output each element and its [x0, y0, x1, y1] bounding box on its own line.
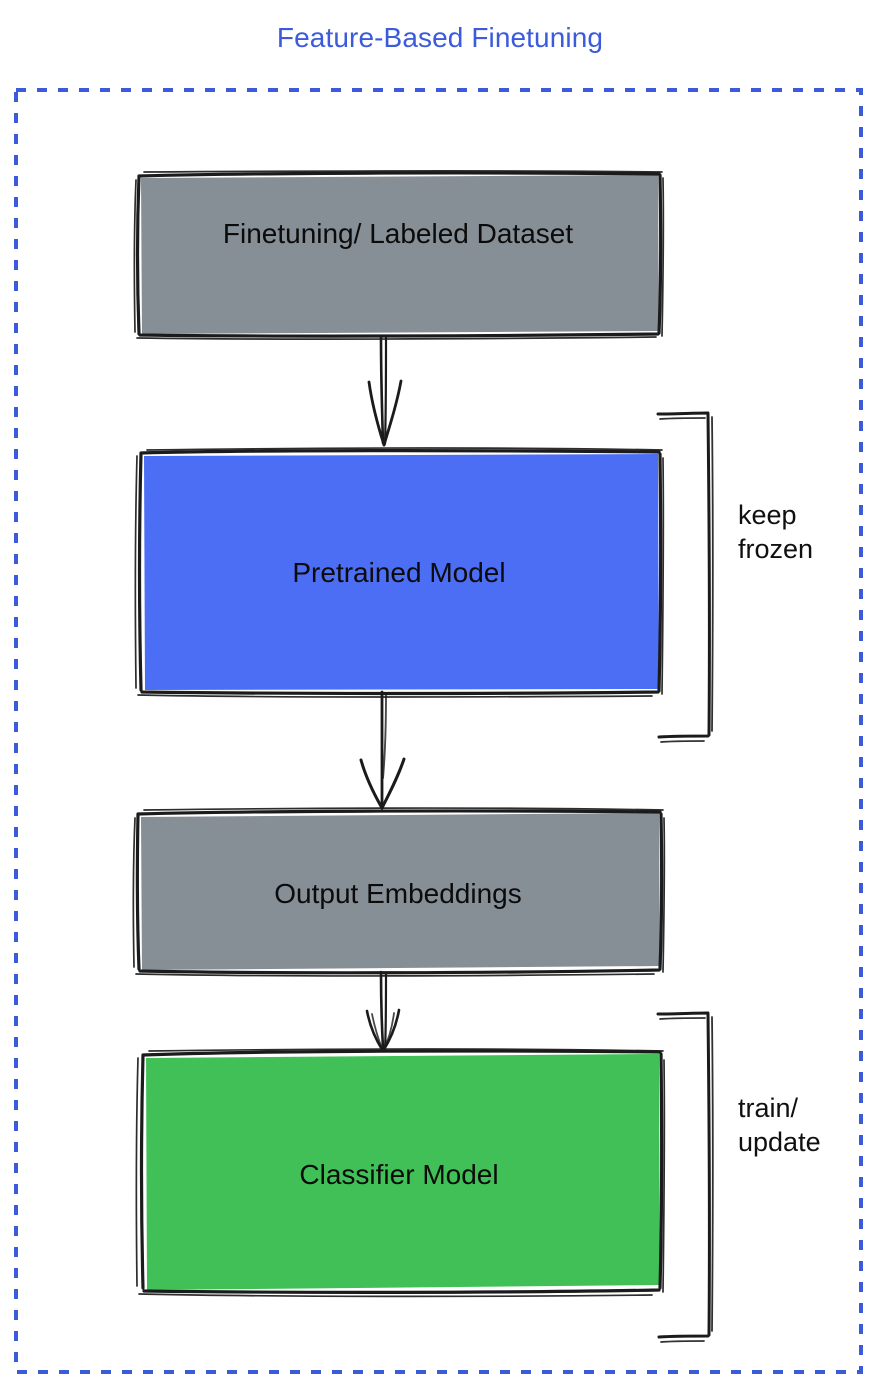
node-fill	[146, 1054, 660, 1290]
edge-shaft-echo	[383, 972, 388, 1051]
edge-arrowhead-2	[382, 379, 403, 447]
node-label-finetuning-dataset: Finetuning/ Labeled Dataset	[222, 218, 574, 249]
edge-embeddings-to-classifier	[365, 970, 401, 1053]
node-label-pretrained-model: Pretrained Model	[292, 557, 506, 588]
bracket-train-update	[656, 1011, 714, 1343]
node-outline-b	[133, 169, 665, 340]
node-output-embeddings[interactable]	[132, 807, 666, 977]
node-label-classifier-model: Classifier Model	[299, 1159, 499, 1190]
page-title: Feature-Based Finetuning	[276, 22, 604, 53]
annotation-train-update: train/ update	[738, 1093, 821, 1158]
node-outline-b	[135, 1048, 666, 1298]
edge-arrowhead-2	[380, 757, 406, 810]
edge-arrowhead	[359, 758, 384, 810]
bracket-stroke-a	[656, 1011, 711, 1339]
node-fill	[141, 813, 660, 970]
node-outline-a	[135, 171, 663, 338]
node-outline-a	[137, 449, 663, 696]
node-pretrained-model[interactable]	[134, 447, 665, 698]
node-outline-a	[139, 1049, 664, 1294]
node-fill	[144, 454, 659, 690]
node-outline-b	[132, 807, 666, 977]
edge-shaft	[379, 970, 385, 1050]
node-classifier-model[interactable]	[135, 1048, 666, 1298]
edge-shaft-echo	[383, 336, 388, 446]
edge-arrowhead	[367, 380, 386, 447]
node-finetuning-dataset[interactable]	[133, 169, 665, 340]
edge-shaft-echo	[382, 693, 387, 779]
feature-based-finetuning-group	[14, 88, 863, 1374]
bracket-keep-frozen	[656, 411, 714, 743]
node-outline-a	[135, 809, 664, 975]
annotation-keep-frozen: keep frozen	[738, 500, 814, 565]
bracket-stroke-b	[659, 416, 714, 743]
bracket-stroke-b	[659, 1016, 714, 1343]
node-outline-b	[134, 447, 665, 698]
bracket-stroke-a	[656, 411, 711, 739]
node-label-output-embeddings: Output Embeddings	[274, 878, 522, 909]
edge-shaft	[379, 335, 385, 445]
node-fill	[141, 175, 659, 334]
edge-pretrained-to-embeddings	[359, 690, 406, 810]
edge-dataset-to-pretrained	[367, 335, 403, 447]
